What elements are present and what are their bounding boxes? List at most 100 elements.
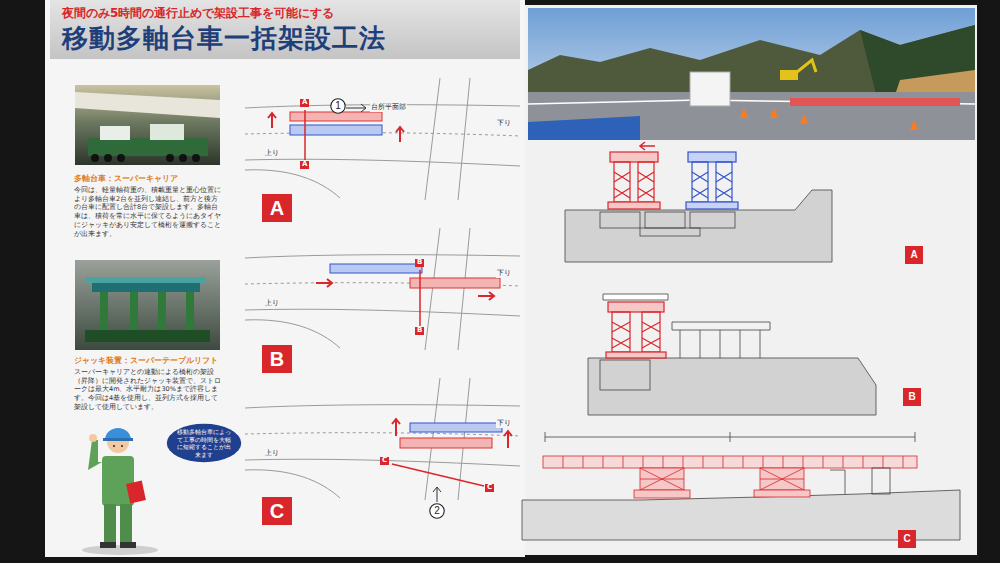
node-body: 今回は、軽量軸荷重の、積載重量と重心位置により多軸台車2台を並列し連結し、前方と…	[74, 186, 222, 239]
site-photo-part	[797, 60, 816, 72]
plan-a-part	[290, 125, 382, 135]
section-b-part	[588, 358, 876, 415]
photo-carrier-part	[91, 154, 200, 162]
callout-number-outline	[430, 504, 444, 518]
node-heading: 2	[434, 506, 440, 516]
elevation-c-part-part	[754, 490, 810, 497]
section-a-part	[608, 152, 660, 209]
plan-b-part	[419, 270, 421, 326]
plan-c-part	[410, 423, 502, 432]
section-marker: C	[380, 457, 389, 465]
elevation-c-part	[545, 432, 915, 442]
plan-c-part	[245, 470, 340, 498]
section-b-part	[603, 294, 668, 300]
step-letter: A	[262, 194, 292, 222]
plan-a	[245, 78, 520, 200]
node-heading: ジャッキ装置：スーパーテーブルリフト	[74, 356, 222, 366]
direction-label: 上り	[264, 300, 280, 308]
plan-c-part	[392, 464, 484, 486]
elevation-c-part-part	[640, 468, 684, 490]
plan-a-part	[346, 104, 366, 112]
photo-carrier-part	[88, 138, 208, 156]
plan-b-part	[458, 228, 470, 350]
panels-part	[45, 0, 525, 557]
worker-figure-part	[104, 504, 116, 544]
direction-label: 下り	[496, 270, 512, 278]
panels-part	[525, 5, 977, 555]
section-b-part-part	[606, 352, 666, 358]
title-band: 夜間のみ5時間の通行止めで架設工事を可能にする移動多軸台車一括架設工法	[50, 0, 520, 59]
photo-table-lift	[75, 260, 220, 350]
site-photo-part	[790, 98, 960, 106]
section-a-part-part	[614, 172, 654, 198]
section-a-part	[686, 152, 738, 209]
section-b-part-part	[612, 322, 660, 348]
photo-carrier-part	[150, 124, 184, 140]
site-photo-part	[740, 108, 918, 130]
node-heading: B	[270, 349, 284, 369]
section-marker: A	[300, 99, 309, 107]
worker-figure-part	[89, 434, 97, 442]
site-photo-part-part	[740, 108, 748, 118]
step-letter: B	[262, 345, 292, 373]
worker-figure-part	[126, 481, 146, 504]
photo-table-lift-part-part	[186, 292, 194, 332]
elevation-c-part	[522, 490, 960, 540]
speech-bubble-outline	[167, 424, 241, 462]
node-heading: B	[908, 392, 915, 402]
section-b-part	[606, 302, 666, 358]
worker-figure-part	[103, 438, 133, 441]
plan-c-part	[400, 438, 492, 448]
section-letter: A	[905, 246, 923, 264]
site-photo	[528, 8, 975, 140]
plan-b-part	[245, 309, 520, 316]
plan-a-part	[396, 127, 404, 142]
plan-a-part	[458, 78, 470, 200]
section-letter: C	[898, 530, 916, 548]
worker-figure-part	[88, 440, 102, 470]
plan-c-part	[392, 419, 400, 436]
section-a-part	[565, 190, 832, 262]
node-heading: A	[910, 250, 917, 260]
photo-carrier-part-part	[179, 154, 187, 162]
elevation-c-part	[830, 470, 845, 494]
speech-bubble: 移動多軸台車によって工事の時間を大幅に短縮することが出来ます	[166, 423, 242, 463]
section-a-part-part	[688, 152, 736, 162]
callout-number: 2	[429, 503, 445, 519]
site-photo-part-part	[770, 108, 778, 118]
site-photo-part	[780, 70, 798, 80]
section-a	[565, 142, 832, 262]
section-marker: C	[485, 484, 494, 492]
plan-c-part	[245, 433, 520, 436]
node-heading: A	[270, 198, 284, 218]
plan-a-part	[245, 159, 520, 166]
photo-table-lift-part	[75, 260, 220, 350]
plan-b-part	[245, 320, 340, 348]
direction-label: 下り	[496, 120, 512, 128]
elevation-c-part-part	[543, 456, 917, 468]
worker-figure-part	[120, 504, 132, 544]
worker-figure-part	[113, 445, 115, 447]
plan-b-part	[330, 264, 422, 273]
section-a-part-part	[686, 202, 738, 209]
section-letter: B	[903, 388, 921, 406]
direction-label: 上り	[264, 450, 280, 458]
direction-label: 下り	[496, 420, 512, 428]
plan-b	[245, 228, 520, 350]
section-b-part-part	[608, 302, 664, 312]
worker-figure-part	[120, 542, 136, 548]
photo-carrier-part	[75, 92, 220, 118]
section-a-part	[645, 212, 685, 228]
elevation-c-part	[543, 456, 917, 498]
node-body: スーパーキャリアとの連動による橋桁の架設（昇降）に開発されたジャッキ装置で、スト…	[74, 368, 222, 412]
section-marker: B	[415, 259, 424, 267]
site-photo-part-part	[800, 114, 808, 124]
plan-a-part	[268, 113, 276, 128]
plan-b-part	[425, 228, 440, 350]
site-photo-part	[528, 92, 975, 140]
worker-figure-part	[102, 456, 134, 506]
elevation-c-part-part	[640, 468, 684, 490]
plan-b-part	[316, 279, 332, 287]
photo-carrier-part-part	[117, 154, 125, 162]
